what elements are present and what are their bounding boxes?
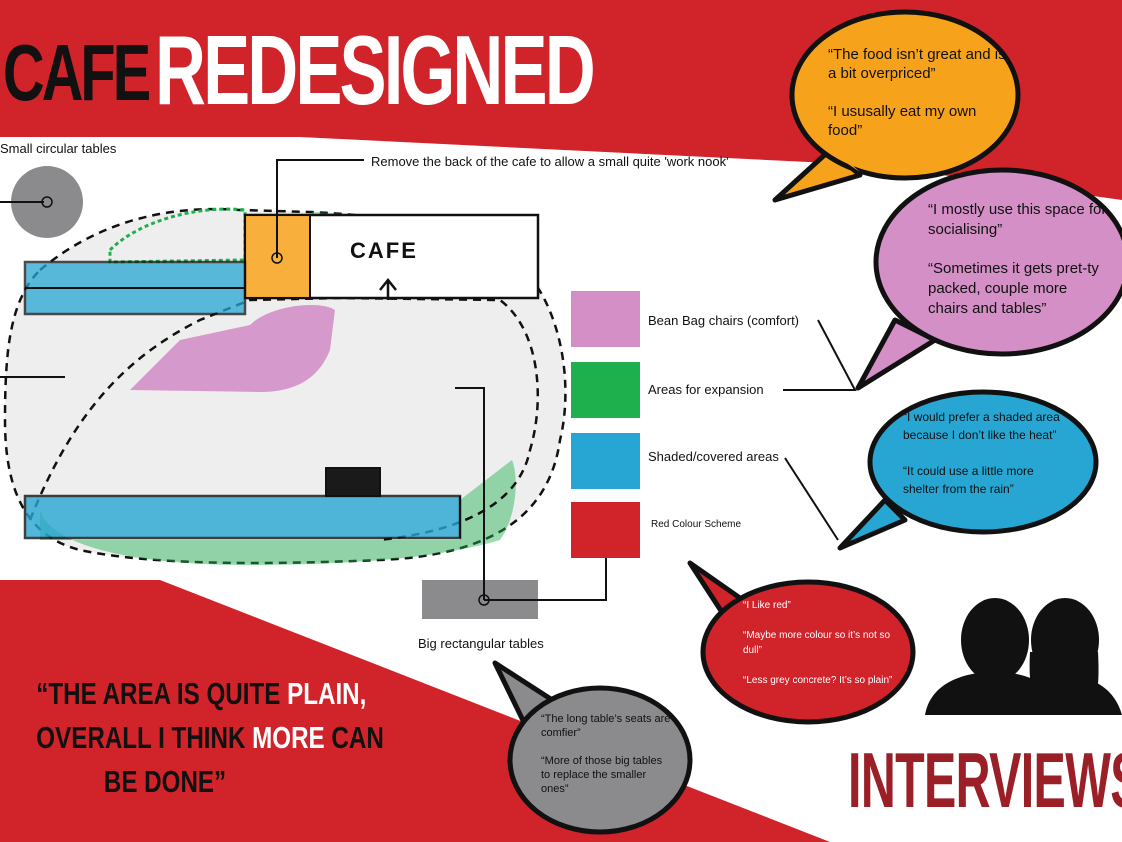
work-nook-label: Remove the back of the cafe to allow a s… (371, 154, 729, 169)
main-quote-line-2: OVERALL I THINK MORE CAN (36, 720, 384, 755)
small-table-symbol (11, 166, 83, 238)
bubble-orange (772, 9, 1021, 203)
legend-label-red-scheme: Red Colour Scheme (651, 519, 742, 530)
bubble-grey-text: “The long table’s seats are comfier” “Mo… (541, 712, 671, 796)
expansion-area-bottom (40, 460, 516, 565)
bubble-grey (492, 660, 693, 835)
legend-label-expansion: Areas for expansion (648, 382, 764, 397)
title-redesigned: REDESIGNED (155, 15, 596, 125)
small-tables-label: Small circular tables (0, 141, 117, 156)
bubble-blue (837, 389, 1099, 551)
bubble-orange-quote-1: “The food isn’t great and is a bit overp… (828, 46, 1006, 82)
legend-swatch-blue (571, 433, 640, 489)
legend-label-shaded: Shaded/covered areas (648, 449, 779, 464)
inner-zone-outline (28, 296, 539, 542)
big-tables-label: Big rectangular tables (418, 636, 544, 651)
main-quote-line-1: “THE AREA IS QUITE PLAIN, (36, 676, 367, 711)
legend-connector-1 (783, 319, 857, 391)
shaded-area-bottom (23, 494, 462, 540)
bubble-red-quote-2: “Maybe more colour so it’s not so dull” (743, 630, 891, 656)
interviews-heading: INTERVIEWS (848, 736, 1122, 824)
bubble-blue-quote-2: “It could use a little more shelter from… (903, 464, 1034, 496)
work-nook-leader (276, 159, 364, 258)
bubble-pink-quote-1: “I mostly use this space for socialising… (928, 201, 1107, 238)
bubble-pink-quote-2: “Sometimes it gets pret-ty packed, coupl… (928, 260, 1099, 317)
bubble-grey-quote-1: “The long table’s seats are comfier” (541, 713, 671, 739)
bubble-orange-text: “The food isn’t great and is a bit overp… (828, 45, 1008, 140)
bubble-blue-text: “I would prefer a shaded area because I … (903, 408, 1073, 498)
people-silhouette-icon (925, 598, 1122, 715)
title-cafe: CAFE (3, 28, 151, 117)
cafe-sign-label: CAFE (350, 238, 418, 263)
bubble-blue-quote-1: “I would prefer a shaded area because I … (903, 410, 1060, 442)
bubble-grey-quote-2: “More of those big tables to replace the… (541, 755, 663, 795)
big-table-leader (455, 387, 485, 600)
bubble-red-quote-1: “I Like red” (743, 600, 791, 611)
bin-object (325, 467, 381, 497)
main-quote: “THE AREA IS QUITE PLAIN, OVERALL I THIN… (0, 672, 384, 804)
legend-connector-2 (784, 457, 839, 541)
main-quote-line-3: BE DONE” (103, 764, 227, 799)
bubble-pink-text: “I mostly use this space for socialising… (928, 200, 1108, 319)
bubble-pink (855, 167, 1122, 391)
legend-swatch-pink (571, 291, 640, 347)
bubble-red (687, 560, 916, 725)
bubble-red-text: “I Like red” “Maybe more colour so it’s … (743, 598, 893, 688)
bubble-red-quote-3: “Less grey concrete? It’s so plain” (743, 675, 893, 686)
legend-swatch-green (571, 362, 640, 418)
entrance-arrow (379, 277, 397, 300)
legend-label-bean-bag: Bean Bag chairs (comfort) (648, 313, 800, 328)
bean-bag-area (130, 305, 335, 392)
legend-swatch-red (571, 502, 640, 558)
bubble-orange-quote-2: “I ususally eat my own food” (828, 103, 977, 139)
